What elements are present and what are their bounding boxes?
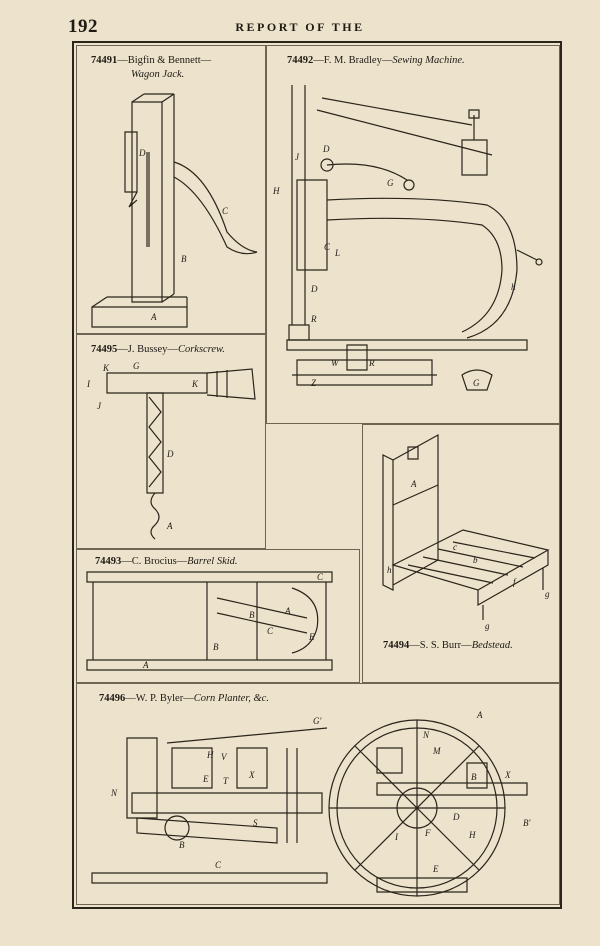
patent-subject: Wagon Jack.	[131, 69, 185, 80]
letter-M: M	[432, 746, 441, 756]
letter-H-2: H	[468, 830, 476, 840]
patent-number: 74493	[95, 556, 122, 567]
wagon-jack-illustration: D C B A	[77, 82, 265, 332]
letter-G-2: G	[473, 378, 480, 388]
letter-D: D	[452, 812, 460, 822]
letter-V: V	[221, 752, 228, 762]
bedstead-illustration: A c b h f g g	[363, 425, 550, 631]
patent-inventor: —J. Bussey—	[117, 344, 178, 355]
letter-C: C	[215, 860, 222, 870]
letter-A: A	[166, 521, 173, 531]
letter-D: D	[138, 148, 146, 158]
letter-B: B	[181, 254, 187, 264]
patent-inventor: —F. M. Bradley—	[313, 55, 393, 66]
patent-number: 74494	[383, 640, 410, 651]
page-number: 192	[68, 16, 98, 37]
running-head: REPORT OF THE	[235, 20, 365, 34]
letter-F: F	[424, 828, 431, 838]
letter-D: D	[166, 449, 174, 459]
letter-Z: Z	[311, 378, 317, 388]
letter-G-prime: G'	[313, 716, 322, 726]
patent-inventor: —W. P. Byler—	[125, 693, 194, 704]
caption-bedstead: 74494—S. S. Burr—Bedstead.	[383, 639, 513, 653]
letter-K-2: K	[191, 379, 199, 389]
caption-barrel-skid: 74493—C. Brocius—Barrel Skid.	[95, 555, 238, 569]
letter-b: b	[473, 555, 478, 565]
letter-E: E	[202, 774, 209, 784]
patent-subject: Barrel Skid.	[187, 556, 238, 567]
letter-J: J	[295, 152, 300, 162]
letter-L: L	[334, 248, 340, 258]
letter-g: g	[485, 621, 490, 631]
letter-A: A	[410, 479, 417, 489]
letter-R: R	[310, 314, 317, 324]
letter-H: H	[272, 186, 280, 196]
sewing-machine-illustration: J D G H C L D R h W R Z G	[272, 70, 559, 422]
barrel-skid-illustration: C B A C E B A	[77, 568, 359, 682]
letter-B: B	[249, 610, 255, 620]
caption-sewing-machine: 74492—F. M. Bradley—Sewing Machine.	[287, 54, 465, 68]
letter-B-prime: B'	[523, 818, 531, 828]
letter-J: J	[97, 401, 102, 411]
letter-D-2: D	[310, 284, 318, 294]
patent-subject: Corn Planter, &c.	[193, 693, 269, 704]
letter-E-2: E	[432, 864, 439, 874]
letter-I: I	[394, 832, 399, 842]
patent-subject: Corkscrew.	[177, 344, 225, 355]
letter-C: C	[317, 572, 324, 582]
letter-C-2: C	[267, 626, 274, 636]
letter-B: B	[179, 840, 185, 850]
caption-wagon-jack: 74491—Bigfin & Bennett— Wagon Jack.	[91, 54, 211, 82]
letter-T: T	[223, 776, 229, 786]
letter-g-2: g	[545, 589, 550, 599]
letter-C: C	[222, 206, 229, 216]
patent-inventor: —S. S. Burr—	[409, 640, 472, 651]
letter-E: E	[308, 632, 315, 642]
page-header: 192 REPORT OF THE	[0, 12, 600, 42]
letter-A: A	[284, 606, 291, 616]
patent-inventor: —Bigfin & Bennett—	[117, 55, 212, 66]
letter-X: X	[248, 770, 255, 780]
letter-h: h	[387, 565, 392, 575]
letter-K: K	[102, 363, 110, 373]
letter-W: W	[331, 358, 340, 368]
letter-A: A	[476, 710, 483, 720]
letter-H: H	[206, 750, 214, 760]
corkscrew-illustration: K G I K J D A	[86, 361, 265, 547]
letter-I: I	[86, 379, 91, 389]
letter-G: G	[133, 361, 140, 371]
letter-A-2: A	[142, 660, 149, 670]
caption-corn-planter: 74496—W. P. Byler—Corn Planter, &c.	[99, 692, 269, 706]
patent-subject: Bedstead.	[471, 640, 513, 651]
letter-A: A	[150, 312, 157, 322]
patent-inventor: —C. Brocius—	[121, 556, 188, 567]
letter-X-2: X	[504, 770, 511, 780]
letter-G: G	[387, 178, 394, 188]
corn-planter-illustration: G' H V E T X N B S C A N M X B D I F H E…	[77, 710, 531, 904]
patent-number: 74495	[91, 344, 118, 355]
panel-corn-planter: 74496—W. P. Byler—Corn Planter, &c. G' H…	[76, 683, 560, 905]
letter-h: h	[511, 282, 516, 292]
patent-subject: Sewing Machine.	[392, 55, 465, 66]
patent-number: 74491	[91, 55, 118, 66]
figure-plate-frame: 74491—Bigfin & Bennett— Wagon Jack. D C …	[72, 41, 562, 909]
patent-number: 74492	[287, 55, 314, 66]
letter-R-2: R	[368, 358, 375, 368]
letter-B-3: B	[471, 772, 477, 782]
letter-c: c	[453, 542, 457, 552]
letter-B-2: B	[213, 642, 219, 652]
panel-sewing-machine: 74492—F. M. Bradley—Sewing Machine. J D …	[266, 45, 560, 424]
letter-D: D	[322, 144, 330, 154]
panel-bedstead: A c b h f g g 74494—S. S. Burr—Bedstead.	[362, 424, 560, 683]
letter-N-2: N	[422, 730, 430, 740]
letter-S: S	[253, 818, 258, 828]
letter-N: N	[110, 788, 118, 798]
panel-corkscrew: 74495—J. Bussey—Corkscrew. K G I K J D A	[76, 334, 266, 549]
patent-number: 74496	[99, 693, 126, 704]
panel-wagon-jack: 74491—Bigfin & Bennett— Wagon Jack. D C …	[76, 45, 266, 334]
caption-corkscrew: 74495—J. Bussey—Corkscrew.	[91, 343, 225, 357]
panel-barrel-skid: 74493—C. Brocius—Barrel Skid. C B A C E …	[76, 549, 360, 683]
letter-f: f	[513, 577, 517, 587]
letter-C: C	[324, 242, 331, 252]
